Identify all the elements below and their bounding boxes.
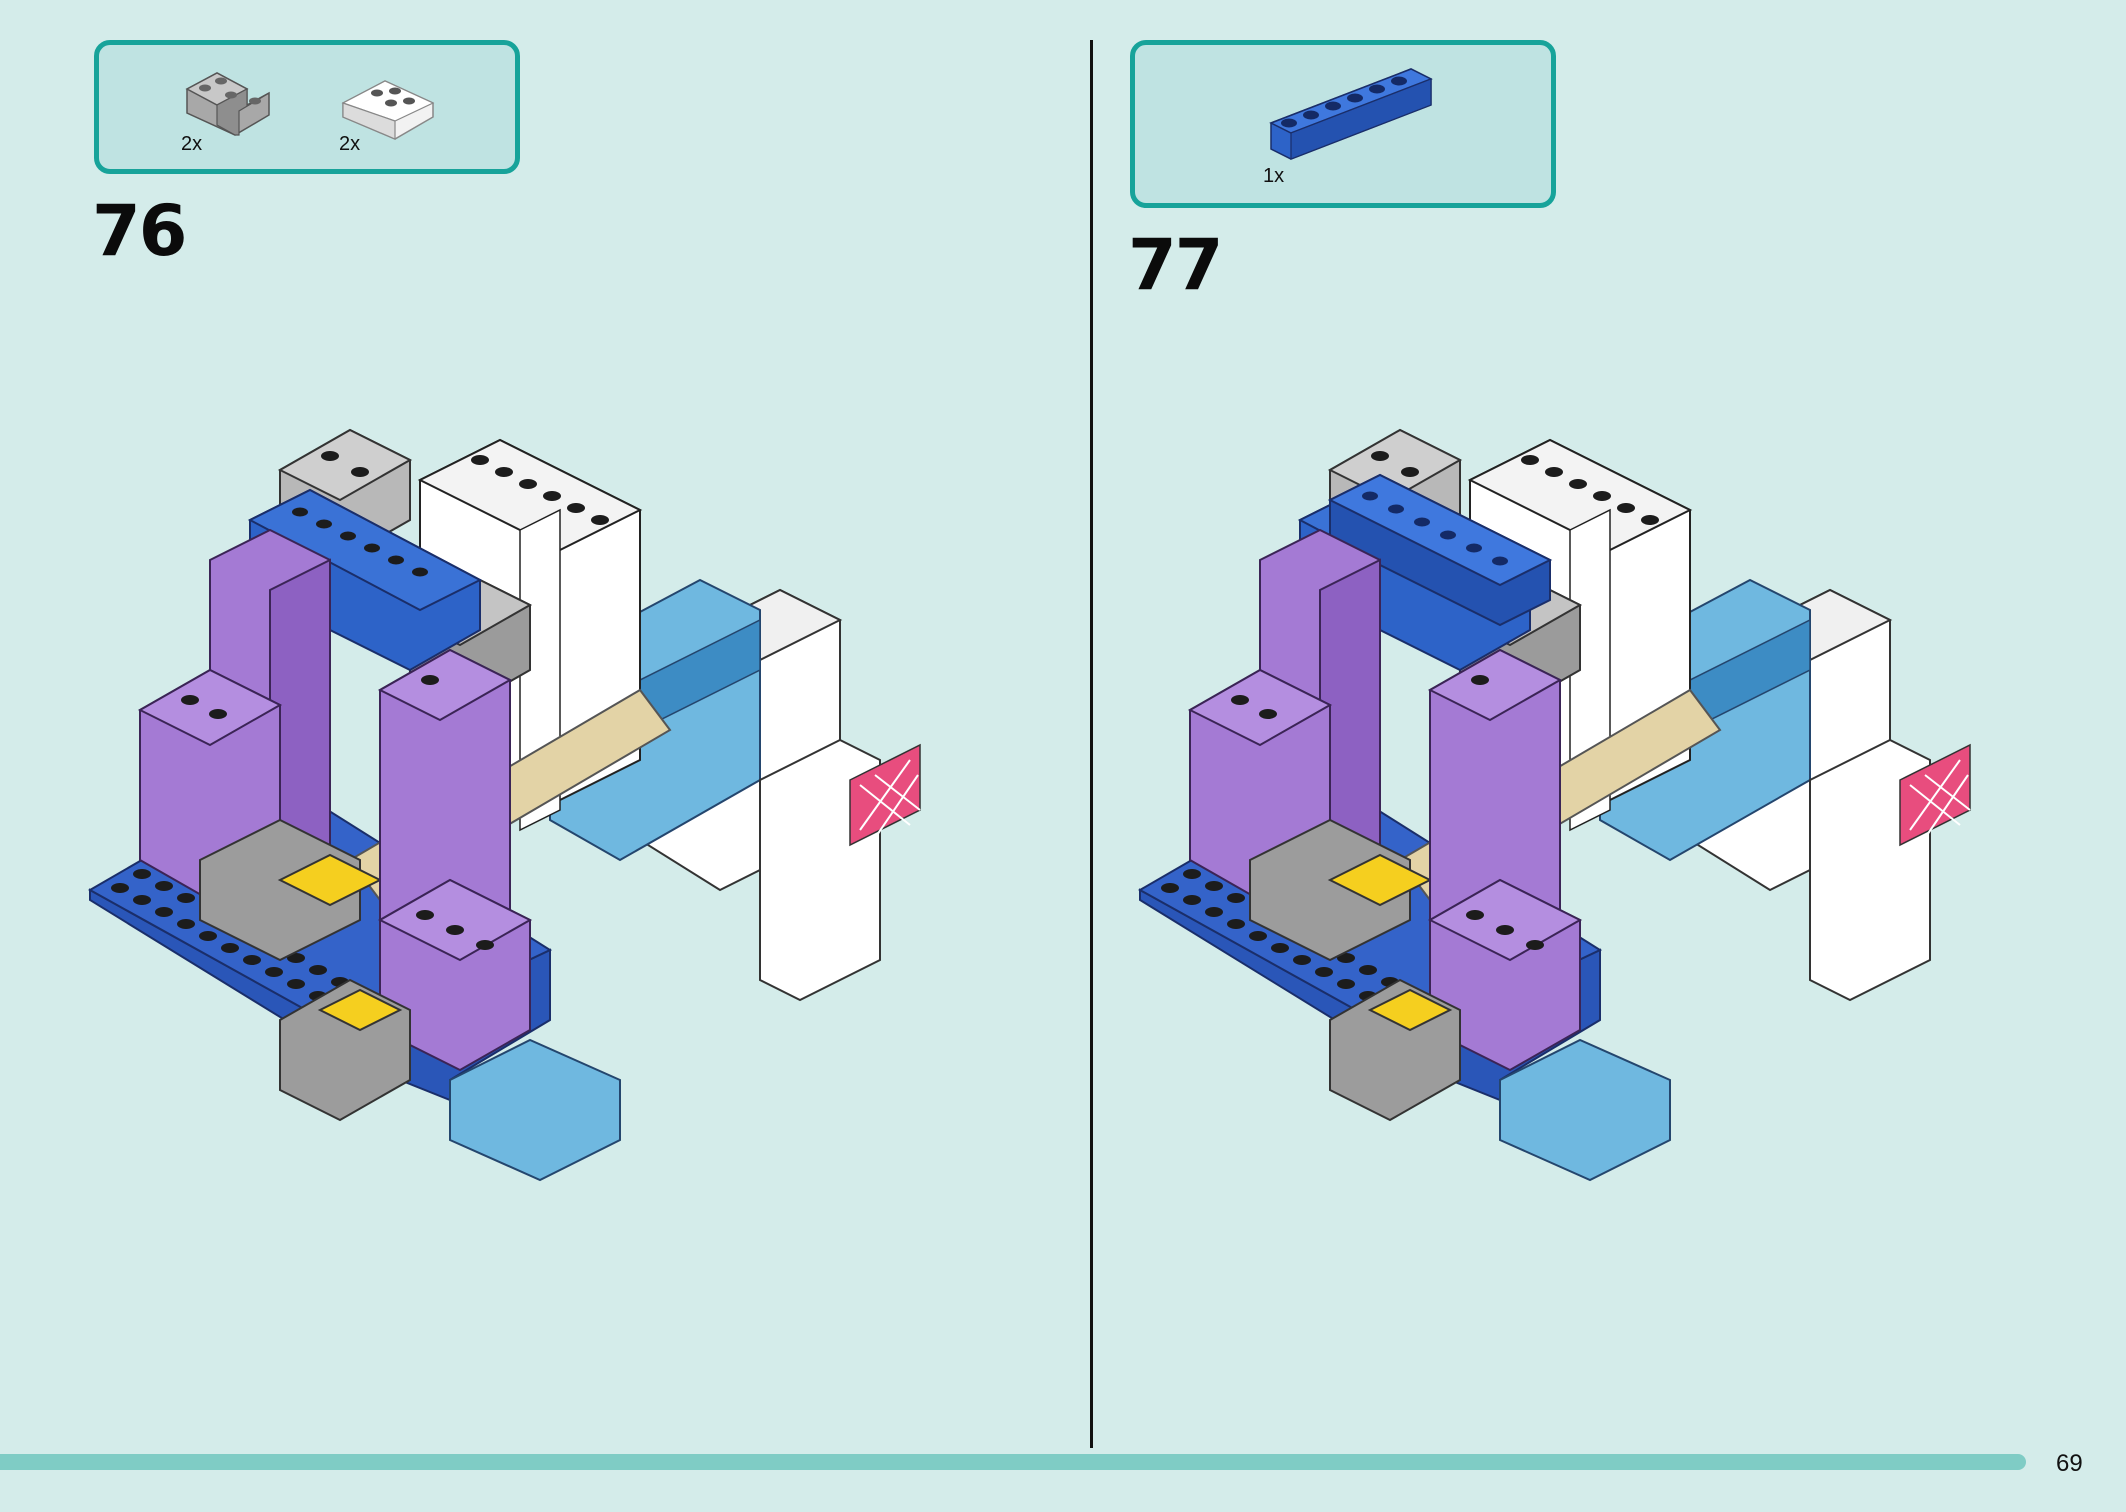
page-number: 69 xyxy=(2056,1450,2083,1477)
footer-bar xyxy=(0,1454,2026,1470)
gray-corner-plate-icon xyxy=(185,72,270,136)
part-quantity: 2x xyxy=(339,133,361,155)
step-number: 77 xyxy=(1128,224,1223,306)
parts-list-step-76: 2x 2x xyxy=(94,40,520,174)
part-quantity: 2x xyxy=(181,133,203,155)
part-quantity: 1x xyxy=(1263,165,1285,187)
model-illustration-step-76 xyxy=(87,428,921,1182)
parts-list-step-77: 1x xyxy=(1130,40,1556,208)
white-inverted-slope-icon xyxy=(341,80,435,140)
page-divider xyxy=(1090,40,1093,1448)
step-number: 76 xyxy=(92,190,187,272)
blue-1x6-brick-icon xyxy=(1269,68,1433,160)
model-illustration-step-77 xyxy=(1137,428,1971,1182)
